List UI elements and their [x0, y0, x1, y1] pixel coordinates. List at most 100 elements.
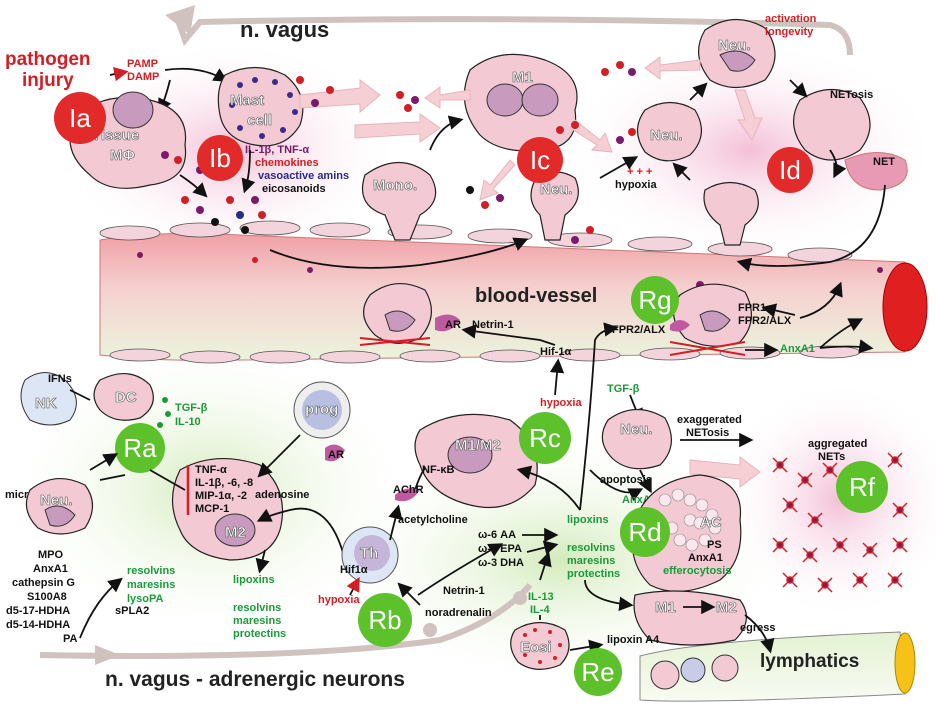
blood-vessel-label: blood-vessel — [475, 285, 597, 307]
arrow-anxa1-out-2 — [819, 339, 874, 354]
fpr2alx-b-label: FPR2/ALX — [738, 315, 792, 327]
svg-text:Re: Re — [581, 657, 614, 687]
achr-label: AChR — [393, 484, 424, 496]
il1b-list-label: IL-1β, -6, -8 — [195, 477, 253, 489]
neutrophil-apoptotic — [601, 408, 672, 470]
netrin1-b-label: Netrin-1 — [443, 585, 485, 597]
ra-to-cytokines-inhibit — [149, 469, 186, 491]
resolvins-left-label: resolvins — [127, 565, 175, 577]
pamp-arrow — [109, 67, 129, 82]
arrow-w3 — [526, 540, 559, 555]
badge-Rb: Rb — [358, 593, 412, 647]
achr-receptor — [395, 488, 420, 502]
arrow-lipoxins-to-fpr2 — [579, 322, 619, 511]
arrow-hypoxia-th — [346, 576, 360, 596]
badge-Ia: Ia — [54, 92, 106, 144]
tgfb-left-label: TGF-β — [175, 402, 208, 414]
il4-label: IL-4 — [530, 604, 550, 616]
monocyte — [361, 162, 437, 241]
pa-label: PA — [63, 633, 78, 645]
lipoxins-m-label: lipoxins — [233, 574, 275, 586]
bigarrow-m1-down — [569, 119, 613, 153]
ifns-label: IFNs — [48, 373, 72, 385]
damp-to-mast-arrow — [164, 67, 229, 82]
netrin1-label: Netrin-1 — [472, 319, 514, 331]
m1m2-nucleus — [447, 436, 493, 474]
noradrenalin-label: noradrenalin — [425, 607, 492, 619]
arrow-lipoxin-a4 — [569, 639, 604, 654]
vagus-top-arrowhead — [165, 5, 195, 35]
endothelium-top — [99, 220, 853, 263]
badge-Ib: Ib — [197, 135, 243, 181]
arrow-to-transmigration — [269, 237, 529, 269]
badge-Ra: Ra — [115, 423, 165, 473]
nerve-terminal-2 — [513, 591, 527, 605]
bigarrow-m1-to-neu — [479, 159, 516, 201]
ifns-inhibit — [69, 389, 91, 401]
hypoxia-th-label: hypoxia — [318, 594, 360, 606]
badge-Re: Re — [574, 648, 622, 696]
arrow-m2-to-lipoxins — [255, 549, 270, 574]
svg-text:Rd: Rd — [628, 517, 661, 547]
il1b-tnfa-label: IL-1β, TNF-α — [245, 144, 309, 156]
pathogen-label: pathogen — [5, 49, 91, 70]
svg-text:Ic: Ic — [530, 145, 550, 175]
nk-label: NK — [35, 395, 57, 412]
w3a-label: ω-3 EPA — [478, 543, 522, 555]
nk-cell — [20, 372, 77, 426]
arrow-lipoxins-to-m1m2 — [516, 465, 581, 511]
arrow-neu-up — [672, 162, 691, 181]
tgfb-dot-2 — [165, 411, 171, 417]
protectins-r-label: protectins — [567, 568, 620, 580]
netosis-neutrophil — [793, 88, 871, 161]
arrow-to-netosis — [789, 79, 808, 98]
vessel-lumen — [882, 262, 928, 352]
vagus-bottom-label: n. vagus - adrenergic neurons — [105, 668, 405, 691]
tnfa-label: TNF-α — [195, 464, 227, 476]
arrow-to-hypoxia — [599, 156, 639, 179]
ar-receptor — [435, 314, 460, 332]
nets-label: NETs — [818, 451, 845, 463]
rg-block-cross — [669, 341, 746, 356]
lymph-cell-2 — [680, 657, 706, 683]
ar-block-cross — [359, 337, 431, 346]
lymph-cell-3 — [711, 654, 739, 682]
svg-text:Ia: Ia — [69, 103, 91, 133]
mast-label: Mast — [230, 92, 264, 109]
arrow-fpr-left — [761, 303, 796, 318]
mast-cell-granules — [229, 77, 298, 139]
arrow-mono-to-m1 — [429, 115, 464, 151]
m2-label: M2 — [225, 524, 246, 541]
pamp-label: PAMP — [127, 58, 158, 70]
m2-nucleus — [214, 513, 256, 547]
badge-Rc: Rc — [519, 412, 571, 464]
bigarrow-to-m1 — [354, 113, 441, 143]
chemokines-label: chemokines — [255, 157, 319, 169]
lipoxins-r-label: lipoxins — [567, 514, 609, 526]
m2-bottom-label: M2 — [716, 599, 737, 616]
resolvins-r-label: resolvins — [567, 542, 615, 554]
w6-label: ω-6 AA — [478, 529, 516, 541]
anxa1-left-label: AnxA1 — [33, 563, 68, 575]
badge-Ic: Ic — [517, 137, 563, 183]
svg-text:Ib: Ib — [209, 143, 231, 173]
bigarrow-mast-right — [299, 79, 381, 114]
m1m2-label: M1/M2 — [455, 437, 501, 454]
protectins-m-label: protectins — [233, 628, 286, 640]
m1-bottom-label: M1 — [655, 599, 676, 616]
svg-text:Rg: Rg — [638, 285, 671, 315]
arrow-prog-to-m2 — [257, 434, 301, 478]
nets-glow — [720, 380, 936, 620]
aggregated-label: aggregated — [808, 438, 867, 450]
svg-text:Id: Id — [779, 155, 801, 185]
hif1a-th-label: Hif1α — [340, 564, 368, 576]
maresins-r-label: maresins — [567, 555, 615, 567]
neutrophil-label-activated: Neu. — [718, 37, 751, 54]
neutrophil-activated-nucleus — [719, 50, 756, 72]
il10-label: IL-10 — [175, 416, 201, 428]
arrow-anxa1-out — [819, 318, 864, 349]
longevity-label: longevity — [765, 26, 814, 38]
arrow-noradrenalin — [397, 582, 421, 606]
th-label: Th — [360, 545, 378, 562]
